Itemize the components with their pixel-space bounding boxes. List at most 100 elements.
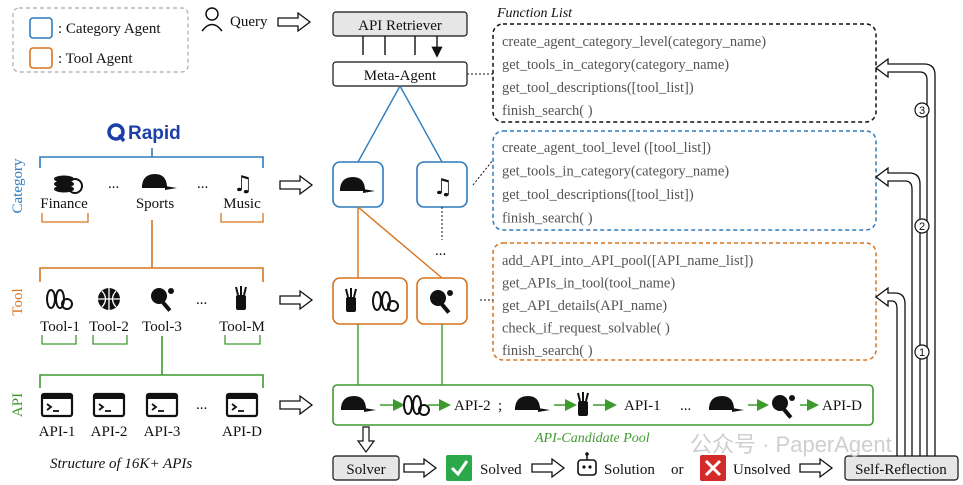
self-reflection-box: Self-Reflection (844, 455, 959, 481)
legend-category-agent: : Category Agent (58, 21, 161, 37)
ping-pong-icon (151, 288, 174, 312)
unsolved-label: Unsolved (733, 462, 791, 478)
category-bracket (39, 156, 264, 168)
function-item: get_API_details(API_name) (502, 298, 667, 314)
solved-check-icon (446, 455, 472, 481)
api-2-terminal-icon (92, 392, 126, 418)
api-1-terminal-icon (40, 392, 74, 418)
function-item: finish_search( ) (502, 103, 593, 119)
retriever-arrows (362, 36, 437, 55)
pool-ellipsis: ... (680, 398, 691, 414)
api-1: API-1 (39, 424, 76, 440)
api-retriever-box: API Retriever (332, 11, 468, 37)
unsolved-arrow (799, 458, 833, 478)
unsolved-x-icon (700, 455, 726, 481)
row-label-tool: Tool (10, 288, 26, 315)
rapid-logo-text: Rapid (128, 123, 181, 144)
solution-label: Solution (604, 462, 655, 478)
pool-item-api-2: API-2 (454, 398, 491, 414)
function-item: finish_search( ) (502, 343, 593, 359)
function-group-tool (492, 242, 877, 361)
function-group-category (492, 130, 877, 231)
row-label-category: Category (10, 158, 26, 213)
solver-label: Solver (346, 462, 385, 478)
api-bracket (39, 374, 264, 388)
api-d: API-D (222, 424, 262, 440)
function-item: get_APIs_in_tool(tool_name) (502, 276, 675, 292)
self-reflection-label: Self-Reflection (855, 462, 947, 478)
solved-arrow (531, 458, 565, 478)
pool-label: API-Candidate Pool (534, 431, 650, 446)
function-item: get_tool_descriptions([tool_list]) (502, 187, 694, 203)
tool-ellipsis: ... (196, 292, 207, 308)
tool-bracket (39, 267, 264, 282)
query-label: Query (230, 14, 268, 30)
category-agent-sports (332, 161, 384, 208)
golf-bag-icon (345, 287, 357, 313)
rapid-logo: Rapid (107, 123, 181, 144)
category-agent-edges (357, 206, 443, 279)
loop-number-1: 1 (914, 344, 930, 360)
pool-item-api-1: API-1 (624, 398, 661, 414)
category-sports: Sports (136, 196, 175, 212)
watermark: 公众号 · PaperAgent (690, 432, 892, 457)
function-item: check_if_request_solvable( ) (502, 321, 670, 337)
api-to-pool-arrow (279, 395, 313, 415)
tool-2: Tool-2 (89, 319, 129, 335)
solver-box: Solver (332, 455, 400, 481)
tool-agent-ping-pong (416, 277, 468, 325)
loop-number-3: 3 (914, 102, 930, 118)
category-to-agent-arrow (279, 175, 313, 195)
tool-m: Tool-M (219, 319, 265, 335)
pool-separator: ; (498, 398, 502, 414)
function-item: create_agent_tool_level ([tool_list]) (502, 140, 711, 156)
api-retriever-label: API Retriever (358, 18, 442, 34)
category-finance: Finance (40, 196, 88, 212)
golf-bag-icon (235, 285, 247, 311)
feedback-loops (874, 57, 936, 456)
pool-item-api-d: API-D (822, 398, 862, 414)
api-3-terminal-icon (145, 392, 179, 418)
svg-text:1: 1 (919, 347, 925, 359)
loop-number-2: 2 (914, 218, 930, 234)
category-agent-music (416, 161, 468, 208)
api-ellipsis: ... (196, 397, 207, 413)
api-3: API-3 (144, 424, 181, 440)
function-group-meta (492, 23, 877, 123)
legend-tool-agent: : Tool Agent (58, 51, 133, 67)
query-node: Query (201, 7, 268, 32)
function-item: get_tools_in_category(category_name) (502, 164, 729, 180)
function-item: get_tools_in_category(category_name) (502, 57, 729, 73)
solver-arrow (403, 458, 437, 478)
function-item: add_API_into_API_pool([API_name_list]) (502, 253, 753, 269)
structure-caption: Structure of 16K+ APIs (50, 456, 192, 472)
function-list-group-2: create_agent_tool_level ([tool_list])get… (502, 140, 729, 227)
music-note-icon (233, 172, 253, 197)
function-list-title: Function List (496, 6, 573, 21)
function-item: finish_search( ) (502, 211, 593, 227)
api-candidate-pool: API-2 ; API-1 ... API-D (332, 384, 874, 426)
tool-to-agent-arrow (279, 290, 313, 310)
query-arrow (277, 12, 311, 32)
function-list-group-1: create_agent_category_level(category_nam… (502, 34, 766, 119)
bowling-icon (46, 289, 73, 310)
tool-agent-golf-bowling (332, 277, 408, 325)
meta-agent-label: Meta-Agent (364, 68, 437, 84)
tool-1: Tool-1 (40, 319, 80, 335)
or-label: or (671, 462, 684, 478)
legend: : Category Agent : Tool Agent (12, 7, 189, 73)
function-item: get_tool_descriptions([tool_list]) (502, 80, 694, 96)
meta-agent-box: Meta-Agent (332, 61, 468, 87)
tool-3: Tool-3 (142, 319, 182, 335)
api-2: API-2 (91, 424, 128, 440)
pool-to-solver-arrow (356, 426, 376, 454)
category-music: Music (223, 196, 261, 212)
category-ellipsis-1: ... (108, 176, 119, 192)
function-item: create_agent_category_level(category_nam… (502, 34, 766, 50)
robot-icon (577, 452, 597, 476)
golf-bag-icon (577, 391, 589, 417)
music-note-icon (433, 175, 453, 200)
category-agent-legend-swatch (29, 17, 53, 39)
solved-label: Solved (480, 462, 522, 478)
svg-text:2: 2 (919, 221, 925, 233)
